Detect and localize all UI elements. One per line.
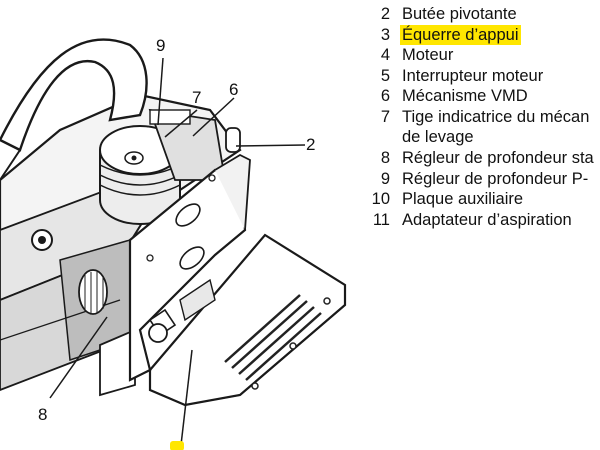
legend-number: 6 — [380, 87, 390, 106]
side-fence-panel — [128, 127, 251, 382]
legend-item-8: 8 Régleur de profondeur sta — [370, 148, 600, 169]
callout-8: 8 — [38, 405, 48, 424]
legend-number: 7 — [380, 107, 390, 126]
legend-number: 5 — [380, 66, 390, 85]
legend-label: Mécanisme VMD — [402, 87, 528, 106]
legend-label: Butée pivotante — [402, 5, 517, 23]
legend-label-continuation: de levage — [402, 127, 474, 146]
legend-label: Adaptateur d’aspiration — [402, 210, 572, 229]
legend-label: Tige indicatrice du mécan — [402, 107, 590, 126]
legend-number: 11 — [372, 210, 390, 229]
highlight-marker — [170, 441, 184, 450]
legend-item-7: 7 Tige indicatrice du mécan de levage — [370, 107, 600, 148]
callout-6: 6 — [229, 80, 239, 99]
legend-item-5: 5 Interrupteur moteur — [370, 66, 600, 87]
legend-item-2: 2 Butée pivotante — [370, 4, 600, 25]
legend-number: 3 — [380, 25, 390, 44]
base-plate — [148, 233, 347, 407]
legend-item-6: 6 Mécanisme VMD — [370, 86, 600, 107]
legend-label: Moteur — [402, 46, 454, 65]
parts-legend: 2 Butée pivotante 3 Équerre d’appui 4 Mo… — [370, 4, 600, 230]
legend-label: Plaque auxiliaire — [402, 190, 524, 209]
legend-item-9: 9 Régleur de profondeur P- — [370, 169, 600, 190]
handle — [0, 38, 148, 181]
legend-label-highlighted: Équerre d’appui — [400, 24, 521, 45]
legend-number: 4 — [380, 46, 390, 65]
legend-item-11: 11 Adaptateur d’aspiration — [370, 210, 600, 231]
legend-number: 8 — [380, 148, 390, 167]
legend-item-4: 4 Moteur — [370, 45, 600, 66]
callout-7: 7 — [192, 88, 202, 107]
legend-number: 10 — [371, 190, 390, 209]
legend-number: 9 — [380, 169, 390, 188]
legend-label: Interrupteur moteur — [402, 66, 544, 85]
legend-item-10: 10 Plaque auxiliaire — [370, 189, 600, 210]
legend-label: Régleur de profondeur P- — [402, 169, 589, 188]
legend-item-3: 3 Équerre d’appui — [370, 24, 600, 46]
legend-number: 2 — [380, 5, 390, 23]
callout-leaders — [49, 57, 306, 446]
legend-label: Régleur de profondeur sta — [402, 148, 594, 167]
callout-2: 2 — [306, 135, 316, 154]
lever-screw — [31, 229, 53, 251]
depth-adjuster-knob — [78, 269, 108, 315]
callout-9: 9 — [156, 36, 166, 55]
